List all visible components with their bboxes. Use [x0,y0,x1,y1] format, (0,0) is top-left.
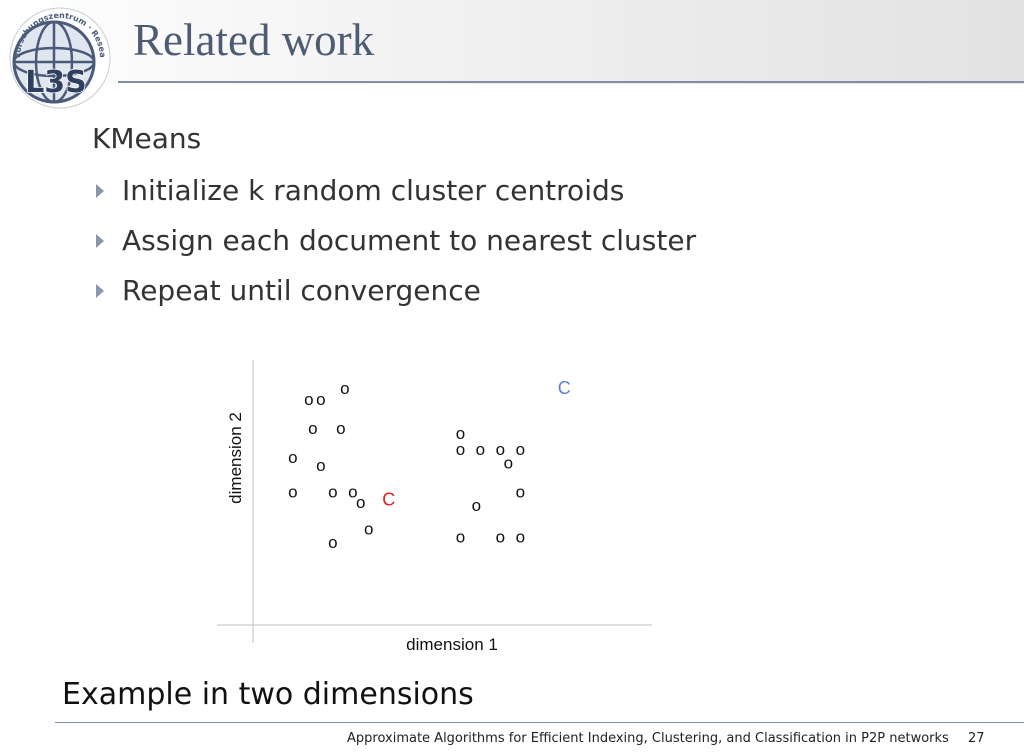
triangle-bullet-icon [96,234,104,248]
data-point: o [316,390,325,409]
y-axis-label: dimension 2 [226,412,245,504]
logo-text: L3S [25,65,87,100]
data-point: o [504,453,513,472]
data-point: o [348,483,357,502]
data-point: o [288,483,297,502]
x-axis-label: dimension 1 [406,635,498,654]
triangle-bullet-icon [96,184,104,198]
bullet-item: Initialize k random cluster centroids [92,172,696,222]
data-point: o [456,424,465,443]
data-point: o [304,390,313,409]
footer-text: Approximate Algorithms for Efficient Ind… [347,731,949,746]
data-point: o [316,456,325,475]
slide-header [0,0,1024,84]
data-point: o [516,483,525,502]
bullet-item: Repeat until convergence [92,272,696,322]
data-point: o [496,528,505,547]
page-number: 27 [968,731,985,746]
footer-divider [55,722,1024,723]
slide-title: Related work [133,15,375,65]
bullet-item: Assign each document to nearest cluster [92,222,696,272]
bullet-text: Assign each document to nearest cluster [122,224,697,257]
bullet-text: Repeat until convergence [122,274,481,307]
data-point: o [356,493,365,512]
data-point: o [308,419,317,438]
bullet-text: Initialize k random cluster centroids [122,174,625,207]
data-point: o [288,448,297,467]
data-point: o [472,496,481,515]
l3s-logo: L3S Forschungszentrum · Research Center [4,2,111,109]
data-point: o [516,528,525,547]
triangle-bullet-icon [96,284,104,298]
data-point: o [328,483,337,502]
data-point: o [328,533,337,552]
bullet-list: Initialize k random cluster centroids As… [92,172,696,322]
data-point: o [336,419,345,438]
data-point: o [516,440,525,459]
example-caption: Example in two dimensions [62,677,474,712]
data-point: o [476,440,485,459]
section-heading: KMeans [92,122,202,155]
data-point: o [456,528,465,547]
data-point: o [340,379,349,398]
data-point: o [456,440,465,459]
centroid-mark: C [382,489,395,509]
data-point: o [496,440,505,459]
header-divider [118,81,1024,83]
centroid-mark: C [558,378,571,398]
data-point: o [364,520,373,539]
